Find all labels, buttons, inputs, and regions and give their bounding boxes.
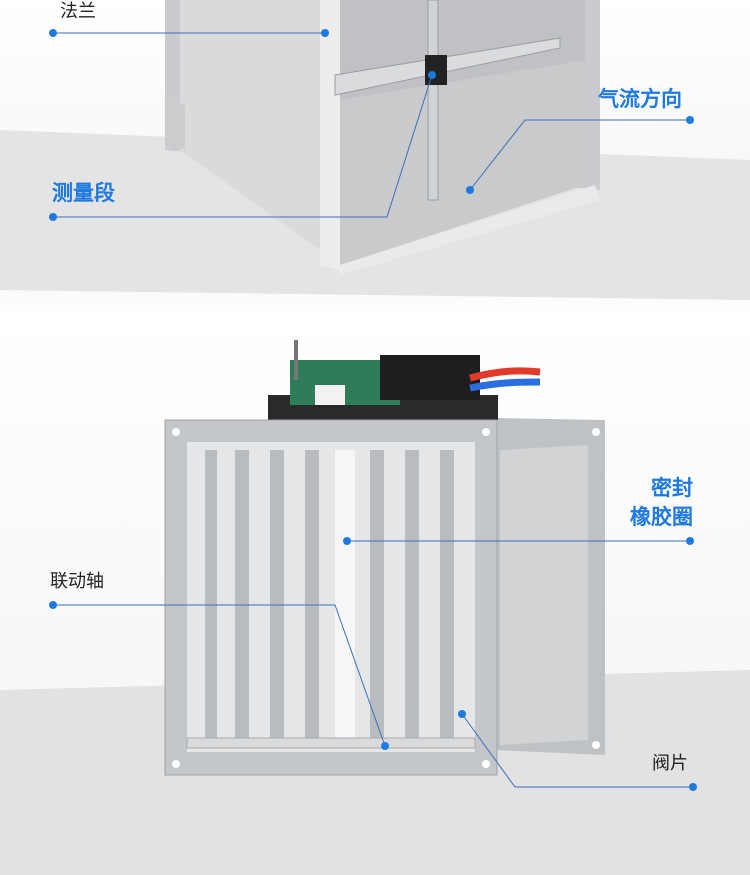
measuring-section-unit — [165, 0, 600, 275]
red-cable — [469, 367, 541, 382]
callout-airflow-direction: 气流方向 — [598, 87, 682, 111]
blue-cable — [469, 378, 541, 392]
callout-seal-line2: 橡胶圈 — [630, 505, 693, 529]
callout-flange: 法兰 — [60, 1, 96, 22]
controller-box — [380, 355, 480, 400]
antenna — [294, 340, 298, 380]
callout-seal-line1: 密封 — [651, 476, 693, 500]
callout-blade: 阀片 — [652, 753, 688, 774]
callout-measuring-section: 测量段 — [52, 181, 115, 205]
callout-lines — [53, 32, 693, 788]
callout-dots — [49, 29, 697, 791]
damper-unit — [164, 340, 605, 776]
callout-linkage-shaft: 联动轴 — [50, 571, 104, 592]
